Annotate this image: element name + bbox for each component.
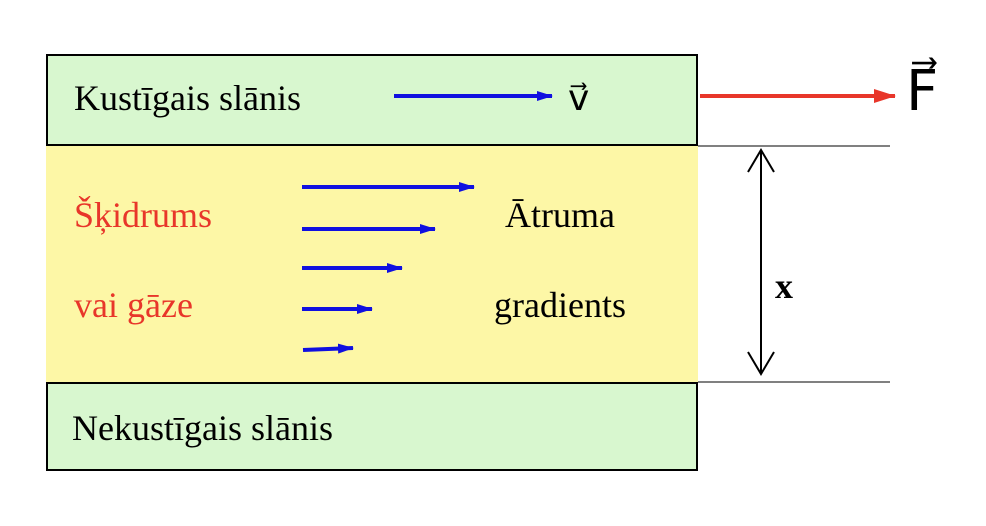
- moving-layer: [46, 54, 698, 146]
- force-symbol: F⃗: [906, 61, 939, 123]
- distance-arrow-head-bottom: [747, 351, 775, 376]
- gradient-label-line1: Ātruma: [505, 195, 615, 235]
- moving-layer-label: Kustīgais slānis: [74, 78, 302, 118]
- fluid-label-line2: vai gāze: [74, 285, 193, 325]
- distance-symbol: x: [775, 266, 793, 306]
- gradient-label-line2: gradients: [494, 285, 626, 325]
- distance-arrow-head-top: [747, 148, 775, 173]
- fluid-label-line1: Šķidrums: [74, 195, 213, 235]
- velocity-symbol: v⃗: [568, 78, 590, 118]
- velocity-arrow-5: [302, 343, 354, 354]
- fixed-layer: [46, 382, 698, 471]
- fixed-layer-label: Nekustīgais slānis: [72, 408, 333, 448]
